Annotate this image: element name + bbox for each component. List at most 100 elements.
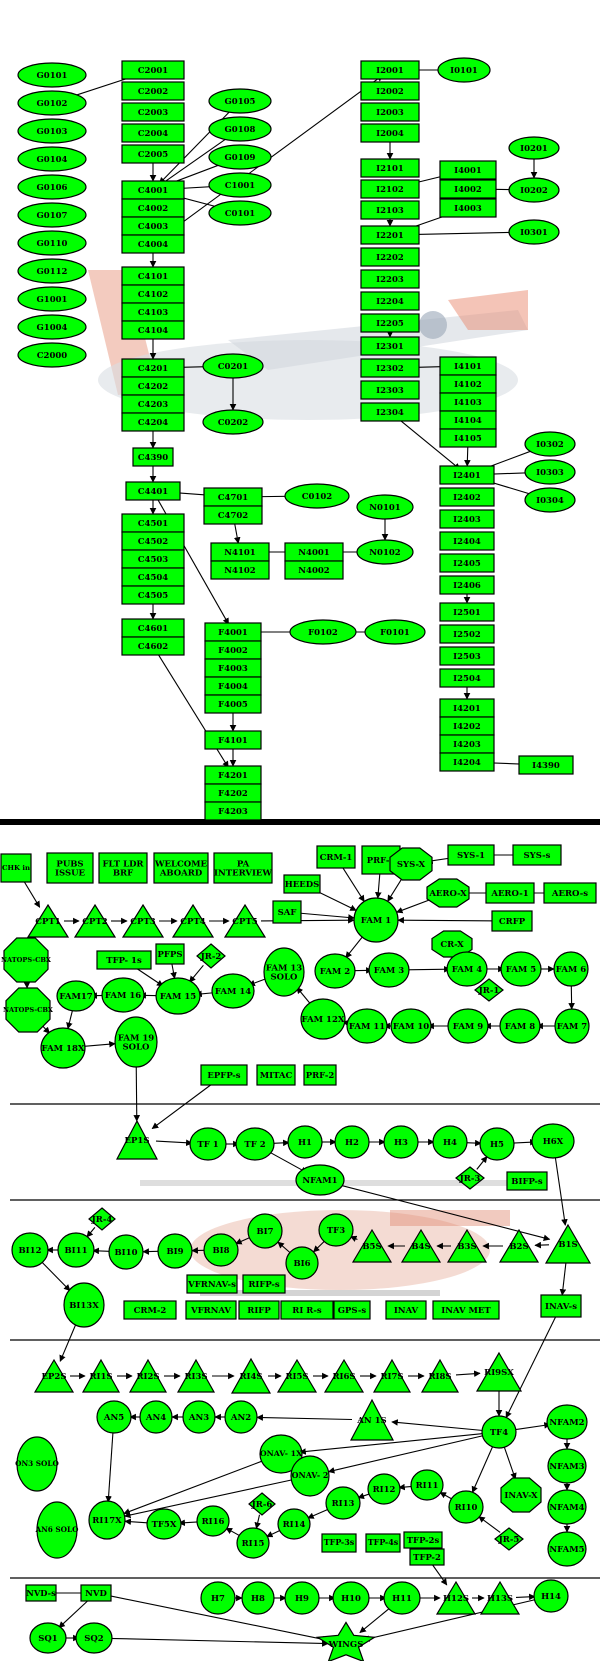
node-sq1: SQ1 — [29, 1622, 67, 1654]
node-f4101: F4101 — [204, 730, 262, 750]
node-label: C4503 — [138, 555, 169, 565]
node-label-line: G0107 — [37, 211, 68, 221]
node-c2001: C2001 — [121, 60, 185, 80]
node-shape — [5, 987, 51, 1033]
edge-i2304-to-i2401 — [396, 417, 461, 470]
node-g1001: G1001 — [17, 286, 87, 312]
node-label: PRF-2 — [306, 1071, 335, 1081]
node-label: I2204 — [376, 297, 404, 307]
node-label: C4504 — [138, 573, 169, 583]
node-label-line: B5S — [362, 1242, 381, 1252]
node-label-line: EP1S — [125, 1136, 150, 1146]
node-label: RIFP — [247, 1306, 271, 1316]
node-shape — [446, 951, 488, 987]
node-tfp2s: TFP-2s — [403, 1531, 443, 1549]
node-label-line: NFAM2 — [549, 1418, 584, 1428]
node-jr5: JR-5 — [494, 1527, 524, 1551]
node-shape — [479, 1127, 515, 1161]
node-label-line: TFP-4s — [368, 1537, 399, 1547]
node-inavs: INAV-s — [540, 1294, 582, 1318]
node-label-line: PRF-1 — [367, 856, 396, 866]
node-nfam4: NFAM4 — [547, 1489, 587, 1525]
node-shape — [409, 1548, 445, 1566]
node-label: H11 — [392, 1594, 412, 1604]
node-cpt2: CPT2 — [73, 903, 117, 938]
node-shape — [372, 1358, 412, 1393]
node-i0101: I0101 — [437, 57, 491, 83]
node-shape — [439, 575, 495, 595]
node-i0303: I0303 — [524, 459, 576, 485]
node-label-line: G0110 — [37, 239, 68, 249]
edge-fam1-to-fam2 — [345, 936, 363, 959]
node-label: F4003 — [218, 664, 248, 674]
node-i2203: I2203 — [360, 269, 420, 289]
node-shape — [547, 1448, 587, 1484]
node-label: TFP-3s — [324, 1537, 355, 1547]
node-label-line: I2203 — [376, 275, 404, 285]
node-shape — [420, 1358, 460, 1393]
node-wings: WINGS — [315, 1621, 377, 1661]
node-label: C4002 — [138, 204, 169, 214]
node-shape — [323, 1358, 365, 1393]
node-label-line: RI5S — [285, 1372, 308, 1382]
node-label-line: FAM17 — [59, 992, 92, 1002]
node-label-line: MITAC — [260, 1071, 293, 1081]
node-ri16: RI16 — [196, 1505, 230, 1537]
node-shape — [88, 1500, 126, 1540]
node-c4201: C4201 — [121, 358, 185, 378]
node-label-line: I2401 — [453, 471, 481, 481]
node-label: H4 — [443, 1138, 457, 1148]
node-label: G0103 — [37, 127, 68, 137]
node-shape — [546, 1404, 588, 1440]
node-label-line: I4204 — [453, 758, 481, 768]
node-bifps: BIFP-s — [506, 1171, 548, 1191]
node-heeds: HEEDS — [283, 874, 321, 894]
edge-saf-to-fam1 — [297, 912, 355, 921]
node-label-line: B2S — [509, 1242, 528, 1252]
node-shape — [247, 1213, 283, 1249]
node-shape — [437, 57, 491, 83]
node-label-line: RI8S — [428, 1372, 451, 1382]
node-shape — [426, 878, 470, 908]
node-label-line: I4201 — [453, 704, 481, 714]
node-b1s: B1S — [544, 1223, 592, 1264]
node-shape — [360, 291, 420, 311]
node-shape — [196, 1505, 230, 1537]
node-label: JR-4 — [91, 1215, 113, 1225]
node-c4702: C4702 — [203, 505, 263, 525]
node-label-line: SOLO — [271, 972, 299, 982]
node-label: RI6S — [332, 1372, 355, 1382]
node-label: I2405 — [453, 559, 481, 569]
node-label-line: C4104 — [138, 326, 169, 336]
node-shape — [121, 123, 185, 143]
node-label: ON3 SOLO — [15, 1459, 59, 1468]
node-label: AN6 SOLO — [34, 1525, 79, 1534]
node-label-line: H14 — [541, 1592, 561, 1602]
node-label-line: FAM 6 — [556, 965, 586, 975]
node-shape — [314, 953, 356, 989]
node-label-line: H8 — [251, 1594, 265, 1604]
node-label-line: F4101 — [218, 736, 248, 746]
node-sq2: SQ2 — [75, 1622, 113, 1654]
node-label-line: G0105 — [225, 97, 256, 107]
node-label-line: PA — [237, 859, 250, 869]
node-label: CPT4 — [180, 917, 205, 927]
edge-ri8s-to-ri9sx — [455, 1370, 481, 1377]
node-n4101: N4101 — [210, 542, 270, 562]
node-nfam5: NFAM5 — [547, 1531, 587, 1567]
node-label: C4701 — [218, 493, 249, 503]
node-label-line: H13S — [487, 1594, 513, 1604]
node-shape — [360, 123, 420, 143]
node-shape — [439, 160, 497, 180]
node-shape — [128, 1358, 168, 1393]
node-label: I2403 — [453, 515, 481, 525]
node-shape — [224, 1400, 258, 1434]
node-ri14: RI14 — [277, 1508, 311, 1540]
edge-jr4-to-bi11 — [86, 1227, 96, 1238]
node-tfp3s: TFP-3s — [321, 1533, 357, 1553]
node-label-line: C4503 — [138, 555, 169, 565]
node-label: I4105 — [454, 434, 482, 444]
node-c4401: C4401 — [125, 481, 181, 501]
